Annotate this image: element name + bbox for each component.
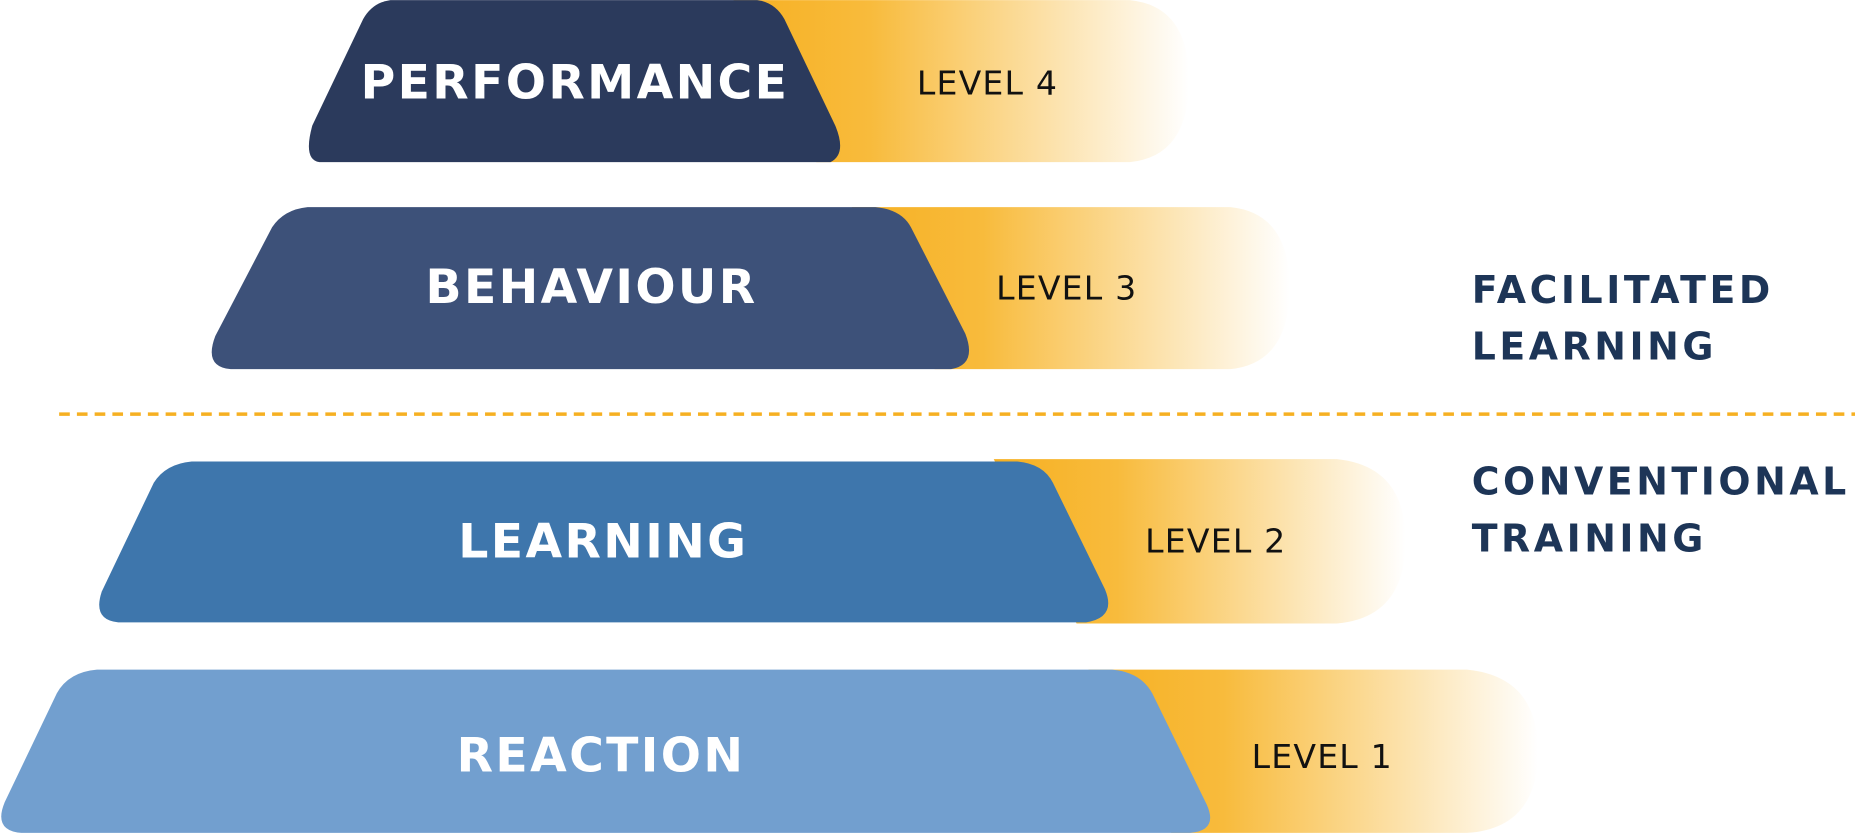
level-2-name: LEARNING [458,514,748,569]
conventional-training-label: CONVENTIONAL TRAINING [1472,460,1850,561]
conventional-line-1: CONVENTIONAL [1472,460,1850,504]
conventional-line-2: TRAINING [1472,516,1707,560]
level-1-name: REACTION [457,728,746,783]
level-2-trapezoid [99,461,1109,623]
level-4-number: LEVEL 4 [917,64,1058,103]
level-2-row: LEARNING LEVEL 2 [99,459,1406,624]
level-2-number: LEVEL 2 [1145,522,1286,561]
level-3-name: BEHAVIOUR [426,260,758,315]
facilitated-learning-label: FACILITATED LEARNING [1472,268,1774,369]
level-1-row: REACTION LEVEL 1 [1,669,1538,833]
level-1-band [1088,669,1538,833]
level-1-number: LEVEL 1 [1252,737,1393,776]
level-3-number: LEVEL 3 [996,268,1137,307]
level-4-name: PERFORMANCE [361,55,790,110]
facilitated-line-2: LEARNING [1472,325,1717,369]
level-4-row: PERFORMANCE LEVEL 4 [308,0,1189,163]
level-1-trapezoid [1,669,1211,833]
level-4-trapezoid [308,0,841,163]
level-3-trapezoid [211,207,970,370]
level-4-band [733,0,1189,163]
level-3-row: BEHAVIOUR LEVEL 3 [211,207,1290,370]
facilitated-line-1: FACILITATED [1472,268,1774,312]
